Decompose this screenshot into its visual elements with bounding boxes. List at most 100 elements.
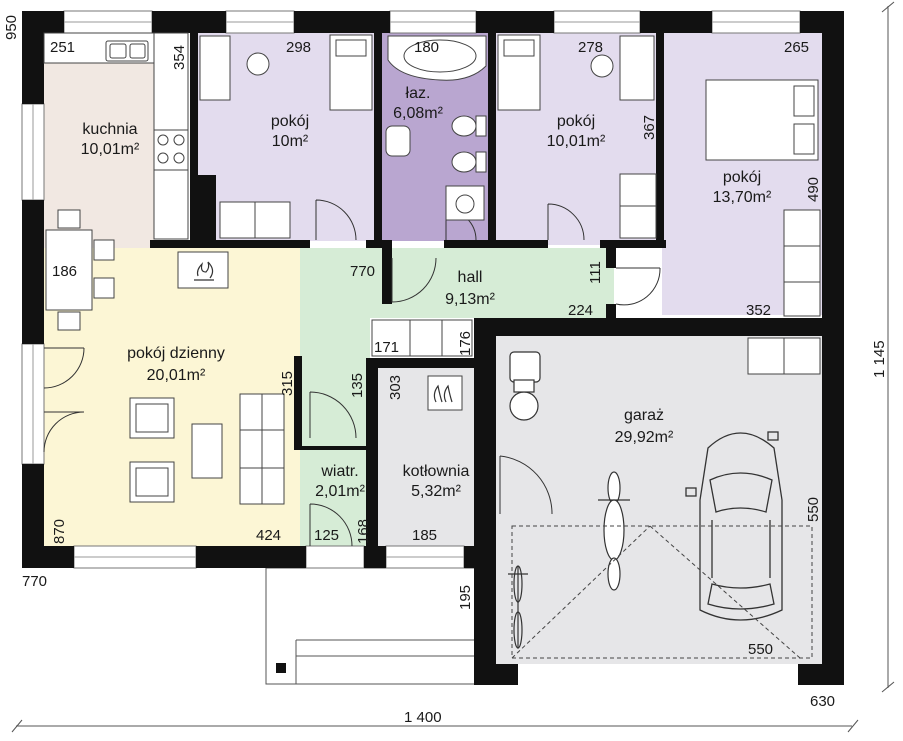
dim-298: 298 — [286, 39, 311, 56]
dim-315: 315 — [279, 371, 296, 396]
room-name-pokoj1: pokój — [271, 113, 309, 130]
room-area-pokoj3: 13,70m² — [713, 189, 772, 206]
wiatrolap-floor — [300, 446, 370, 546]
room-name-hall: hall — [458, 269, 483, 286]
fireplace — [177, 251, 229, 289]
mower-body — [509, 351, 541, 383]
car-body — [699, 432, 783, 621]
dim-770b: 770 — [22, 573, 47, 590]
bidet-tank — [475, 151, 487, 173]
garage-door-outline — [511, 525, 813, 659]
dim-950: 950 — [3, 15, 20, 40]
armchair-inner — [135, 403, 169, 433]
motorcycle-icon — [598, 471, 630, 591]
dim-111: 111 — [587, 261, 604, 284]
door-pokoj3 — [615, 267, 661, 306]
room-area-hall: 9,13m² — [445, 291, 495, 308]
burner — [157, 152, 169, 164]
door-hall-right — [391, 257, 437, 303]
washbasin — [385, 125, 411, 157]
wall — [190, 33, 198, 175]
window-lines — [32, 21, 800, 558]
armchair-inner — [135, 467, 169, 497]
dim-367: 367 — [641, 115, 658, 140]
wall — [294, 11, 390, 33]
burner — [173, 134, 185, 146]
dim-168: 168 — [355, 519, 372, 544]
wall — [656, 33, 664, 248]
burner — [173, 152, 185, 164]
wall — [190, 175, 216, 248]
garage-door-area — [511, 525, 813, 659]
wall — [22, 546, 74, 568]
chair — [93, 277, 115, 299]
burner — [157, 134, 169, 146]
mower-icon — [509, 351, 541, 421]
dim-870: 870 — [51, 519, 68, 544]
car-rear-window — [707, 583, 775, 610]
room-name-kotlownia: kotłownia — [403, 463, 470, 480]
wall — [366, 358, 378, 546]
desk — [199, 35, 231, 101]
sink-bowl — [109, 43, 127, 59]
dimension-tick — [881, 681, 895, 693]
moto-wheel — [607, 471, 621, 505]
door-living-left — [43, 347, 85, 389]
wall — [22, 33, 44, 104]
bicycle-icon — [508, 565, 528, 649]
wall — [152, 11, 226, 33]
wall — [22, 11, 64, 33]
dim-424: 424 — [256, 527, 281, 544]
room-name-dzienny: pokój dzienny — [127, 345, 225, 362]
door-pokoj2 — [547, 203, 585, 241]
car-windshield — [709, 472, 773, 513]
wall — [640, 11, 712, 33]
chair — [57, 209, 81, 229]
wall — [474, 318, 822, 336]
chair-round — [590, 54, 614, 78]
dim-278: 278 — [578, 39, 603, 56]
wall — [366, 358, 482, 368]
wall — [606, 304, 616, 320]
garage-door-diagonal — [649, 525, 801, 659]
fireplace-flame-icon — [194, 261, 214, 281]
pillow — [335, 39, 367, 57]
boiler-flame-icon — [433, 384, 453, 403]
moto-body — [603, 499, 625, 561]
wall — [364, 546, 386, 568]
dim-354: 354 — [171, 45, 188, 70]
walls — [22, 11, 844, 685]
hall-cabinet — [371, 319, 473, 357]
hall-floor — [300, 248, 614, 318]
column-marker — [276, 663, 286, 673]
door-garage — [499, 455, 553, 515]
room-labels: kuchnia 10,01m² pokój 10m² łaz. 6,08m² p… — [81, 85, 772, 500]
stove — [153, 129, 189, 171]
wall — [196, 546, 306, 568]
dim-265: 265 — [784, 39, 809, 56]
dim-135: 135 — [349, 373, 366, 398]
room-area-kotlownia: 5,32m² — [411, 483, 461, 500]
wall — [150, 240, 310, 248]
dim-176: 176 — [457, 331, 474, 356]
dimension-tick — [881, 1, 895, 13]
wall — [22, 200, 44, 344]
terrace-outline — [265, 567, 477, 685]
shower-drain — [455, 194, 475, 214]
room-name-pokoj3: pokój — [723, 169, 761, 186]
dim-550b: 550 — [748, 641, 773, 658]
dim-185: 185 — [412, 527, 437, 544]
moto-wheel — [607, 557, 621, 591]
mower-wheel — [509, 391, 539, 421]
wall — [474, 318, 496, 685]
dim-550a: 550 — [805, 497, 822, 522]
dim-1145: 1 145 — [871, 340, 888, 378]
wall — [488, 33, 496, 248]
pillow — [793, 85, 815, 117]
room-name-kuchnia: kuchnia — [82, 121, 137, 138]
dim-180: 180 — [414, 39, 439, 56]
dim-303: 303 — [387, 375, 404, 400]
door-hall-down — [309, 391, 357, 439]
dim-125: 125 — [314, 527, 339, 544]
